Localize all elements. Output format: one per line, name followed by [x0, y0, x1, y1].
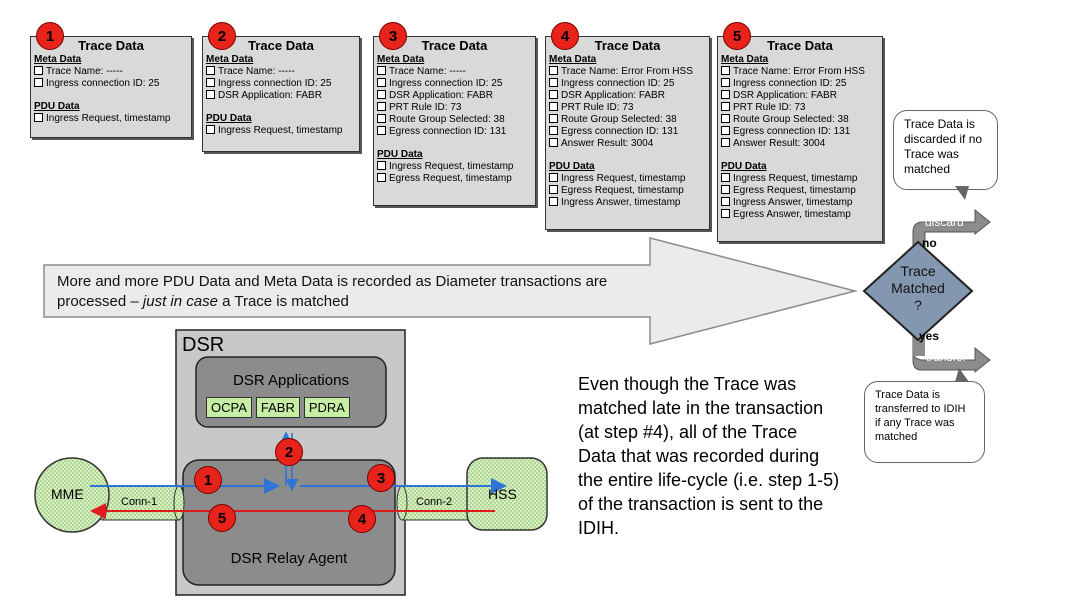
meta-data-item: DSR Application: FABR — [377, 90, 532, 102]
trace-step-badge-3: 3 — [379, 22, 407, 50]
conn2-label: Conn-2 — [416, 496, 453, 508]
discard-label: discard — [925, 215, 964, 229]
meta-data-item: Ingress connection ID: 25 — [721, 78, 879, 90]
big-arrow-emphasis: just in case — [142, 293, 218, 310]
pdu-data-item: Ingress Request, timestamp — [206, 125, 356, 137]
big-arrow-line2: processed – just in case a Trace is matc… — [57, 293, 349, 310]
callout-transfer-tail — [955, 368, 969, 382]
callout-discard: Trace Data is discarded if no Trace was … — [893, 110, 998, 190]
meta-data-item: DSR Application: FABR — [721, 90, 879, 102]
pdu-data-heading: PDU Data — [377, 149, 423, 160]
dsr-step-badge-3: 3 — [367, 464, 395, 492]
dsr-step-badge-1: 1 — [194, 466, 222, 494]
dsr-relay-label: DSR Relay Agent — [230, 550, 348, 567]
trace-box-title: Trace Data — [78, 38, 144, 53]
no-label: no — [922, 236, 937, 250]
meta-data-item: Ingress connection ID: 25 — [34, 78, 188, 90]
pdu-data-item: Egress Request, timestamp — [549, 185, 706, 197]
trace-step-badge-2: 2 — [208, 22, 236, 50]
meta-data-item: Answer Result: 3004 — [549, 138, 706, 150]
meta-data-item: Ingress connection ID: 25 — [377, 78, 532, 90]
trace-box-title: Trace Data — [767, 38, 833, 53]
app-fabr: FABR — [255, 397, 300, 418]
decision-diamond — [862, 240, 974, 342]
meta-data-item: Trace Name: Error From HSS — [721, 66, 879, 78]
dsr-step-badge-2: 2 — [275, 438, 303, 466]
meta-data-heading: Meta Data — [721, 54, 769, 65]
decision-label: Trace Matched ? — [891, 263, 945, 313]
meta-data-item: DSR Application: FABR — [549, 90, 706, 102]
meta-data-item: Egress connection ID: 131 — [549, 126, 706, 138]
pdu-data-item: Egress Request, timestamp — [721, 185, 879, 197]
trace-step-badge-5: 5 — [723, 22, 751, 50]
dsr-apps-row: OCPA FABR PDRA — [206, 397, 350, 418]
pdu-data-item: Ingress Request, timestamp — [377, 161, 532, 173]
meta-data-heading: Meta Data — [549, 54, 597, 65]
app-pdra: PDRA — [303, 397, 350, 418]
meta-data-heading: Meta Data — [206, 54, 254, 65]
pdu-data-item: Ingress Answer, timestamp — [549, 197, 706, 209]
pdu-data-item: Ingress Request, timestamp — [549, 173, 706, 185]
dsr-step-badge-5: 5 — [208, 504, 236, 532]
meta-data-item: Trace Name: Error From HSS — [549, 66, 706, 78]
meta-data-item: Trace Name: ----- — [34, 66, 188, 78]
meta-data-item: Trace Name: ----- — [377, 66, 532, 78]
meta-data-item: Ingress connection ID: 25 — [549, 78, 706, 90]
callout-discard-tail — [955, 186, 969, 200]
meta-data-item: Egress connection ID: 131 — [721, 126, 879, 138]
trace-box-title: Trace Data — [594, 38, 661, 53]
transfer-label: transfer — [926, 350, 967, 364]
yes-label: yes — [919, 329, 940, 343]
pdu-data-item: Egress Answer, timestamp — [721, 209, 879, 221]
meta-data-item: PRT Rule ID: 73 — [377, 102, 532, 114]
meta-data-item: Egress connection ID: 131 — [377, 126, 532, 138]
pdu-data-item: Ingress Request, timestamp — [721, 173, 879, 185]
hss-label: HSS — [488, 486, 517, 502]
pdu-data-item: Ingress Request, timestamp — [34, 113, 188, 125]
trace-box-title: Trace Data — [248, 38, 314, 53]
meta-data-item: Trace Name: ----- — [206, 66, 356, 78]
pdu-data-item: Ingress Answer, timestamp — [721, 197, 879, 209]
meta-data-item: PRT Rule ID: 73 — [549, 102, 706, 114]
dsr-title: DSR — [182, 334, 225, 356]
meta-data-item: Ingress connection ID: 25 — [206, 78, 356, 90]
trace-step-badge-1: 1 — [36, 22, 64, 50]
pdu-data-heading: PDU Data — [549, 161, 595, 172]
mme-label: MME — [51, 486, 84, 502]
pdu-data-heading: PDU Data — [206, 113, 252, 124]
meta-data-item: Route Group Selected: 38 — [549, 114, 706, 126]
meta-data-item: PRT Rule ID: 73 — [721, 102, 879, 114]
meta-data-item: Answer Result: 3004 — [721, 138, 879, 150]
meta-data-heading: Meta Data — [377, 54, 425, 65]
big-arrow-text: More and more PDU Data and Meta Data is … — [57, 272, 607, 312]
explanation-text: Even though the Trace was matched late i… — [578, 374, 840, 538]
meta-data-item: Route Group Selected: 38 — [721, 114, 879, 126]
meta-data-item: DSR Application: FABR — [206, 90, 356, 102]
callout-transfer: Trace Data is transferred to IDIH if any… — [864, 381, 985, 463]
meta-data-item: Route Group Selected: 38 — [377, 114, 532, 126]
discard-path — [912, 208, 991, 259]
dsr-step-badge-4: 4 — [348, 505, 376, 533]
dsr-apps-title: DSR Applications — [233, 372, 349, 389]
pdu-data-heading: PDU Data — [721, 161, 767, 172]
conn1-label: Conn-1 — [121, 496, 158, 508]
trace-step-badge-4: 4 — [551, 22, 579, 50]
app-ocpa: OCPA — [206, 397, 252, 418]
pdu-data-item: Egress Request, timestamp — [377, 173, 532, 185]
meta-data-heading: Meta Data — [34, 54, 82, 65]
big-arrow-line1: More and more PDU Data and Meta Data is … — [57, 273, 608, 290]
big-process-arrow — [43, 237, 858, 345]
pdu-data-heading: PDU Data — [34, 101, 80, 112]
trace-box-title: Trace Data — [421, 38, 488, 53]
